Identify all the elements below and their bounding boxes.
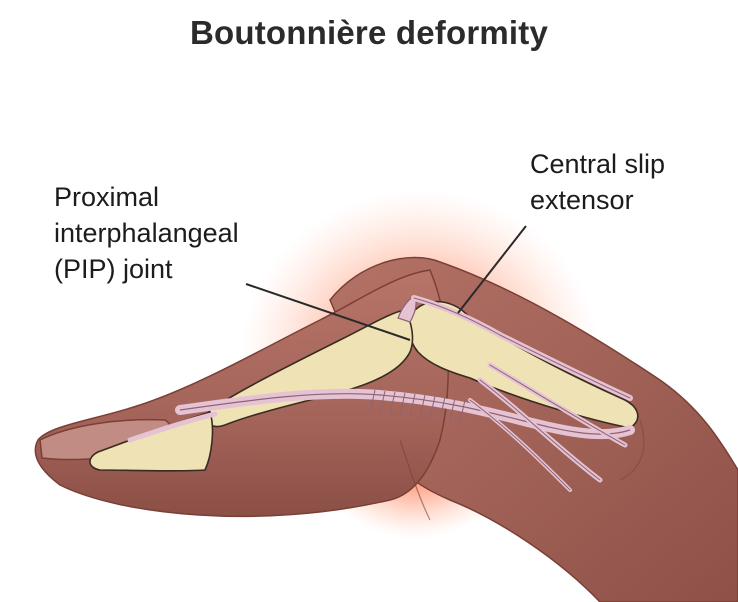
pip-joint-label-line: (PIP) joint (54, 254, 173, 284)
central-slip-tendon-outline (413, 297, 631, 399)
skin-crease (399, 439, 431, 521)
central-slip-leader-line (457, 225, 527, 314)
central-slip-label-line: extensor (530, 185, 634, 215)
pip-joint-label-line: Proximal (54, 182, 160, 212)
pip-joint-label: Proximal interphalangeal (PIP) joint (54, 179, 239, 287)
central-slip-label: Central slip extensor (530, 146, 665, 218)
extensor-tendons (468, 362, 628, 492)
terminal-tendon (127, 411, 218, 443)
retinacular-ligament (369, 389, 466, 423)
central-slip-label-line: Central slip (530, 149, 666, 179)
page-title: Boutonnière deformity (189, 14, 549, 51)
skin-crease (619, 419, 645, 481)
pip-joint-label-line: interphalangeal (54, 218, 239, 248)
pip-joint-leader-line (245, 283, 411, 341)
